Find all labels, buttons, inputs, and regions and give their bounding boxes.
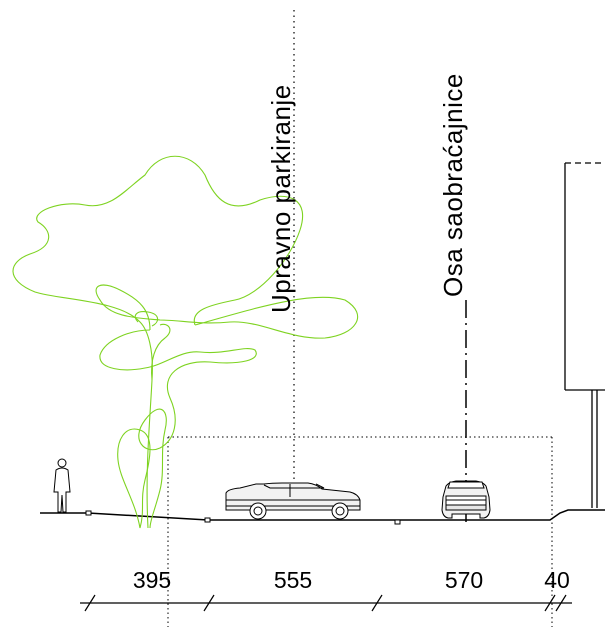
parking-axis-label: Upravno parkiranje	[266, 84, 296, 313]
dimension-value: 555	[274, 567, 312, 593]
building-edge	[564, 162, 605, 508]
dimension-value: 40	[544, 567, 570, 593]
person-icon	[53, 458, 71, 513]
zone-boundary	[167, 436, 553, 627]
ground-profile	[40, 509, 605, 525]
dimension-value: 395	[133, 567, 171, 593]
road-axis-label: Osa saobraćajnice	[438, 73, 468, 297]
dimension-line	[80, 594, 572, 612]
parked-car-icon	[225, 482, 361, 520]
moving-car-icon	[441, 480, 491, 519]
tree-icon	[12, 155, 358, 529]
dimension-value: 570	[445, 567, 483, 593]
